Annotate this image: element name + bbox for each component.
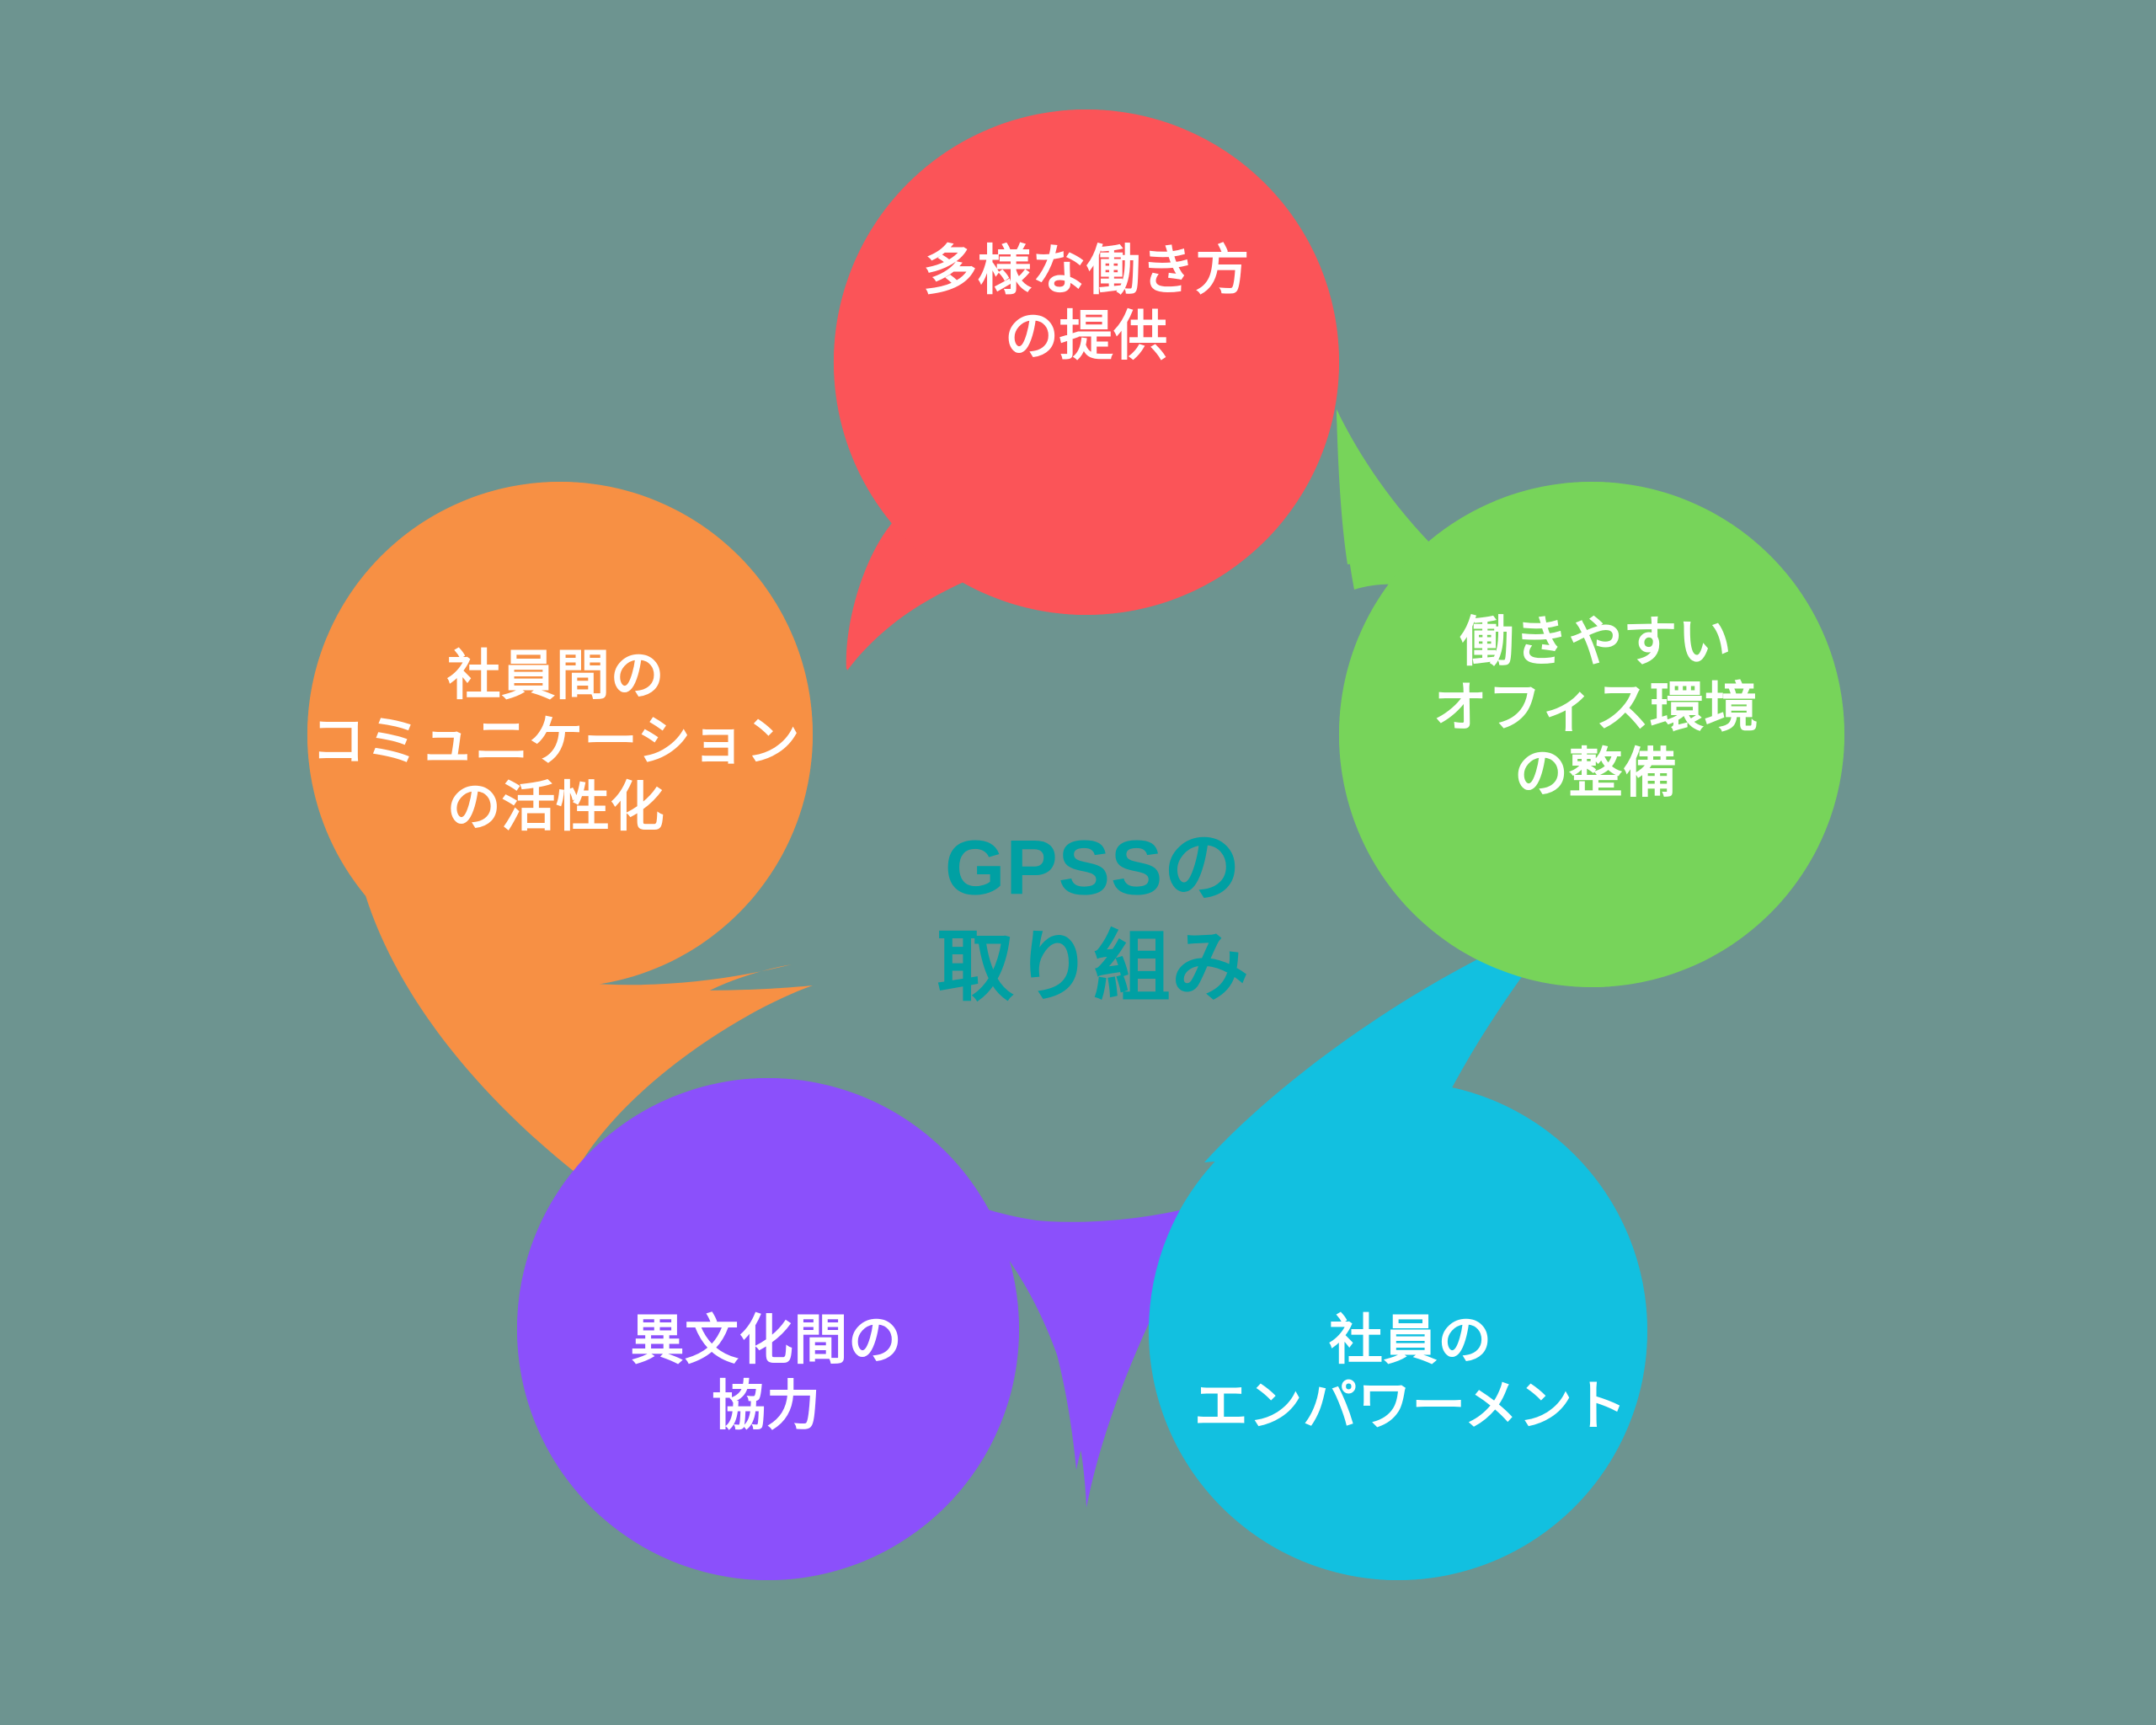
petal-lobe-employee-empowerment <box>1149 1081 1647 1580</box>
diagram-center-title: GPSSの 取り組み <box>937 825 1250 1010</box>
petal-lobe-cross-cultural-cooperation <box>517 1078 1019 1580</box>
petal-lobe-employee-communication <box>307 482 813 987</box>
petal-lobe-diverse-work-styles <box>834 109 1339 615</box>
petal-lobe-office-environment <box>1339 482 1844 987</box>
